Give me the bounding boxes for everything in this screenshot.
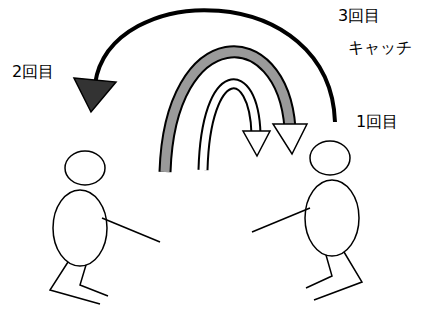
stick-figure [50,151,160,304]
throw-label: 3回目 [338,6,380,26]
throw-label: 2回目 [12,62,54,82]
throw-arc [165,52,290,172]
arrow-head [74,78,116,112]
throw-label: キャッチ [348,38,412,58]
stick-figure [252,141,362,300]
throw-label: 1回目 [356,112,398,132]
throw-arc [203,84,256,170]
throw-arc [165,52,290,172]
arrow-head [243,131,270,156]
arrow-head [273,124,307,154]
throw-arc [203,84,256,170]
